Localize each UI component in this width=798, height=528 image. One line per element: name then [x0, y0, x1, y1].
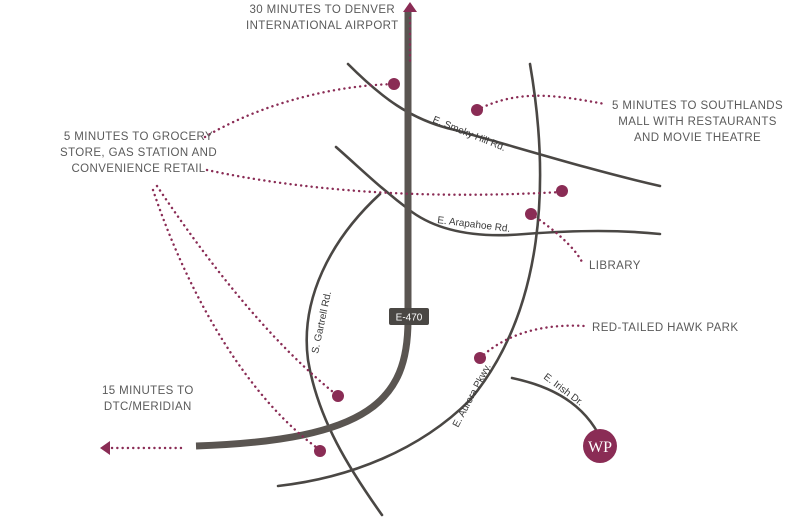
callout-southlands-line-2: MALL WITH RESTAURANTS	[618, 116, 777, 128]
highway-badge: E-470	[389, 308, 429, 325]
line-grocery-lower	[155, 184, 340, 398]
highway-badge-label: E-470	[396, 313, 423, 324]
callout-grocery-line-3: CONVENIENCE RETAIL	[71, 163, 206, 175]
callout-grocery-line-1: 5 MINUTES TO GROCERY	[63, 131, 214, 143]
callout-dtc-line-2: DTC/MERIDIAN	[103, 401, 192, 413]
location-dot-icon	[388, 78, 400, 90]
callout-grocery: 5 MINUTES TO GROCERY STORE, GAS STATION …	[60, 129, 217, 177]
wp-logo-icon: WP	[583, 429, 617, 463]
road-label-aurora-pkwy: E. Aurora Pkwy.	[451, 362, 494, 429]
callout-airport-line-1: 30 MINUTES TO DENVER	[249, 4, 396, 16]
arrow-up-icon	[403, 2, 417, 12]
callout-library: LIBRARY	[589, 260, 641, 272]
road-label-gartrell: S. Gartrell Rd.	[310, 290, 334, 354]
callout-dtc: 15 MINUTES TO DTC/MERIDIAN	[102, 383, 194, 415]
line-grocery-bottom	[151, 188, 322, 452]
callout-grocery-line-2: STORE, GAS STATION AND	[60, 147, 218, 159]
poi-markers	[314, 78, 568, 457]
callout-southlands-line-3: AND MOVIE THEATRE	[633, 132, 762, 144]
location-dot-icon	[471, 104, 483, 116]
line-hawk-park	[478, 324, 587, 360]
line-southlands	[475, 94, 607, 112]
road-aurora-pkwy	[276, 62, 542, 488]
line-grocery-mid	[205, 168, 562, 196]
location-dot-icon	[314, 445, 326, 457]
road-gartrell	[305, 192, 384, 517]
callout-hawk-park: RED-TAILED HAWK PARK	[592, 322, 739, 334]
location-dot-icon	[474, 352, 486, 364]
road-label-arapahoe: E. Arapahoe Rd.	[437, 215, 511, 235]
callout-lines	[110, 16, 607, 452]
line-grocery-top	[203, 82, 396, 139]
road-arapahoe	[334, 145, 662, 237]
road-smoky-hill	[346, 62, 662, 188]
wp-logo-text: WP	[588, 439, 612, 456]
location-dot-icon	[332, 390, 344, 402]
callout-airport: 30 MINUTES TO DENVER INTERNATIONAL AIRPO…	[246, 2, 399, 34]
callout-southlands-line-1: 5 MINUTES TO SOUTHLANDS	[612, 100, 784, 112]
roads	[195, 12, 662, 517]
arrow-left-icon	[100, 441, 110, 455]
callout-dtc-line-1: 15 MINUTES TO	[102, 385, 194, 397]
road-label-smoky-hill: E. Smoky Hill Rd.	[431, 115, 507, 154]
callout-southlands: 5 MINUTES TO SOUTHLANDS MALL WITH RESTAU…	[612, 98, 783, 146]
location-dot-icon	[525, 208, 537, 220]
callout-airport-line-2: INTERNATIONAL AIRPORT	[246, 20, 399, 32]
highway-e470	[195, 12, 412, 450]
location-dot-icon	[556, 185, 568, 197]
